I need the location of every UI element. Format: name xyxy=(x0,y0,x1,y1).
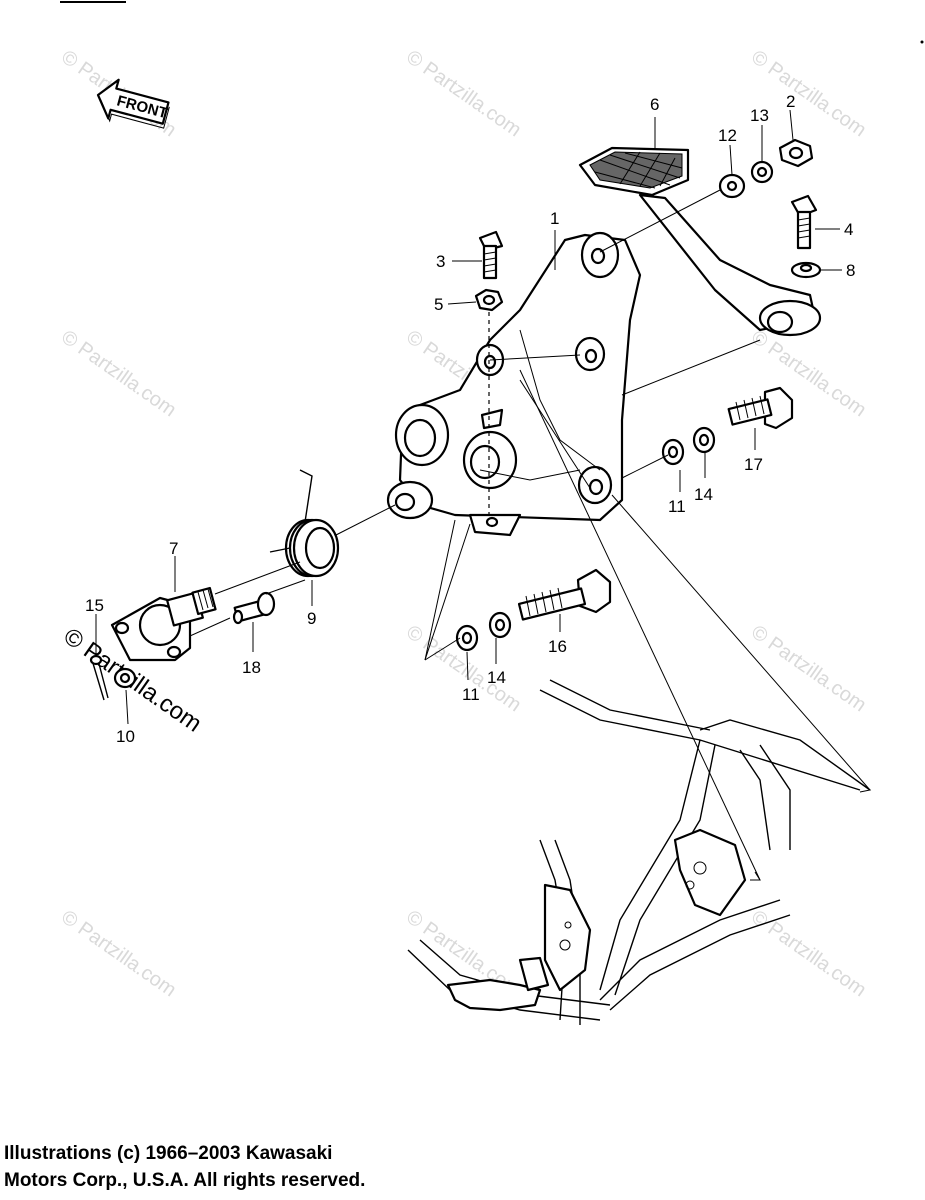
washer-11 xyxy=(661,438,685,466)
shaft-7 xyxy=(110,586,217,662)
speck xyxy=(920,40,924,44)
pin-18 xyxy=(232,591,276,625)
callout-8: 8 xyxy=(846,261,855,280)
washer-14 xyxy=(692,426,716,454)
callout-7: 7 xyxy=(169,539,178,558)
watermark: © Partzilla.com xyxy=(402,46,525,141)
watermark: © Partzilla.com xyxy=(57,906,180,1001)
callout-17: 17 xyxy=(744,455,763,474)
nut-2 xyxy=(778,138,814,168)
callout-6: 6 xyxy=(650,95,659,114)
callout-15: 15 xyxy=(85,596,104,615)
spring-9 xyxy=(269,469,340,578)
watermark: © Partzilla.com xyxy=(747,46,870,141)
callout-1: 1 xyxy=(550,209,559,228)
brake-pedal xyxy=(578,146,822,337)
callout-14b: 14 xyxy=(487,668,506,687)
washer-13 xyxy=(750,160,774,184)
washer-8 xyxy=(790,261,822,279)
washer-14b xyxy=(488,611,512,639)
washer-11b xyxy=(455,624,479,652)
callout-14a: 14 xyxy=(694,485,713,504)
copyright-line-2: Motors Corp., U.S.A. All rights reserved… xyxy=(4,1170,366,1191)
callout-4: 4 xyxy=(844,220,853,239)
washer-12 xyxy=(718,173,746,199)
callout-11b: 11 xyxy=(462,685,480,704)
callout-2: 2 xyxy=(786,92,795,111)
brake-bracket xyxy=(386,231,642,537)
callout-12: 12 xyxy=(718,126,737,145)
callout-13: 13 xyxy=(750,106,769,125)
watermark: © Partzilla.com xyxy=(747,906,870,1001)
callout-16: 16 xyxy=(548,637,567,656)
cotter-pin-15 xyxy=(89,654,109,701)
bolt-17 xyxy=(727,386,794,430)
watermark-group: © Partzilla.com © Partzilla.com © Partzi… xyxy=(57,46,870,1001)
copyright-notice: Illustrations (c) 1966–2003 Kawasaki Mot… xyxy=(4,1140,365,1194)
bolt-4 xyxy=(790,194,818,250)
nut-5 xyxy=(474,288,504,312)
copyright-line-1: Illustrations (c) 1966–2003 Kawasaki xyxy=(4,1143,333,1164)
watermark: © Partzilla.com xyxy=(747,621,870,716)
callout-9: 9 xyxy=(307,609,316,628)
callout-11a: 11 xyxy=(668,497,686,516)
bolt-3 xyxy=(478,230,504,280)
leader-lines xyxy=(95,109,872,881)
callout-3: 3 xyxy=(436,252,445,271)
washer-10 xyxy=(113,667,137,689)
callout-18: 18 xyxy=(242,658,261,677)
callout-10: 10 xyxy=(116,727,135,746)
bolt-16 xyxy=(517,568,612,621)
watermark: © Partzilla.com xyxy=(57,326,180,421)
motorcycle-frame xyxy=(407,679,871,1025)
callouts: 1 2 3 4 5 6 7 8 9 10 11 11 12 13 14 14 1… xyxy=(85,92,855,746)
callout-5: 5 xyxy=(434,295,443,314)
